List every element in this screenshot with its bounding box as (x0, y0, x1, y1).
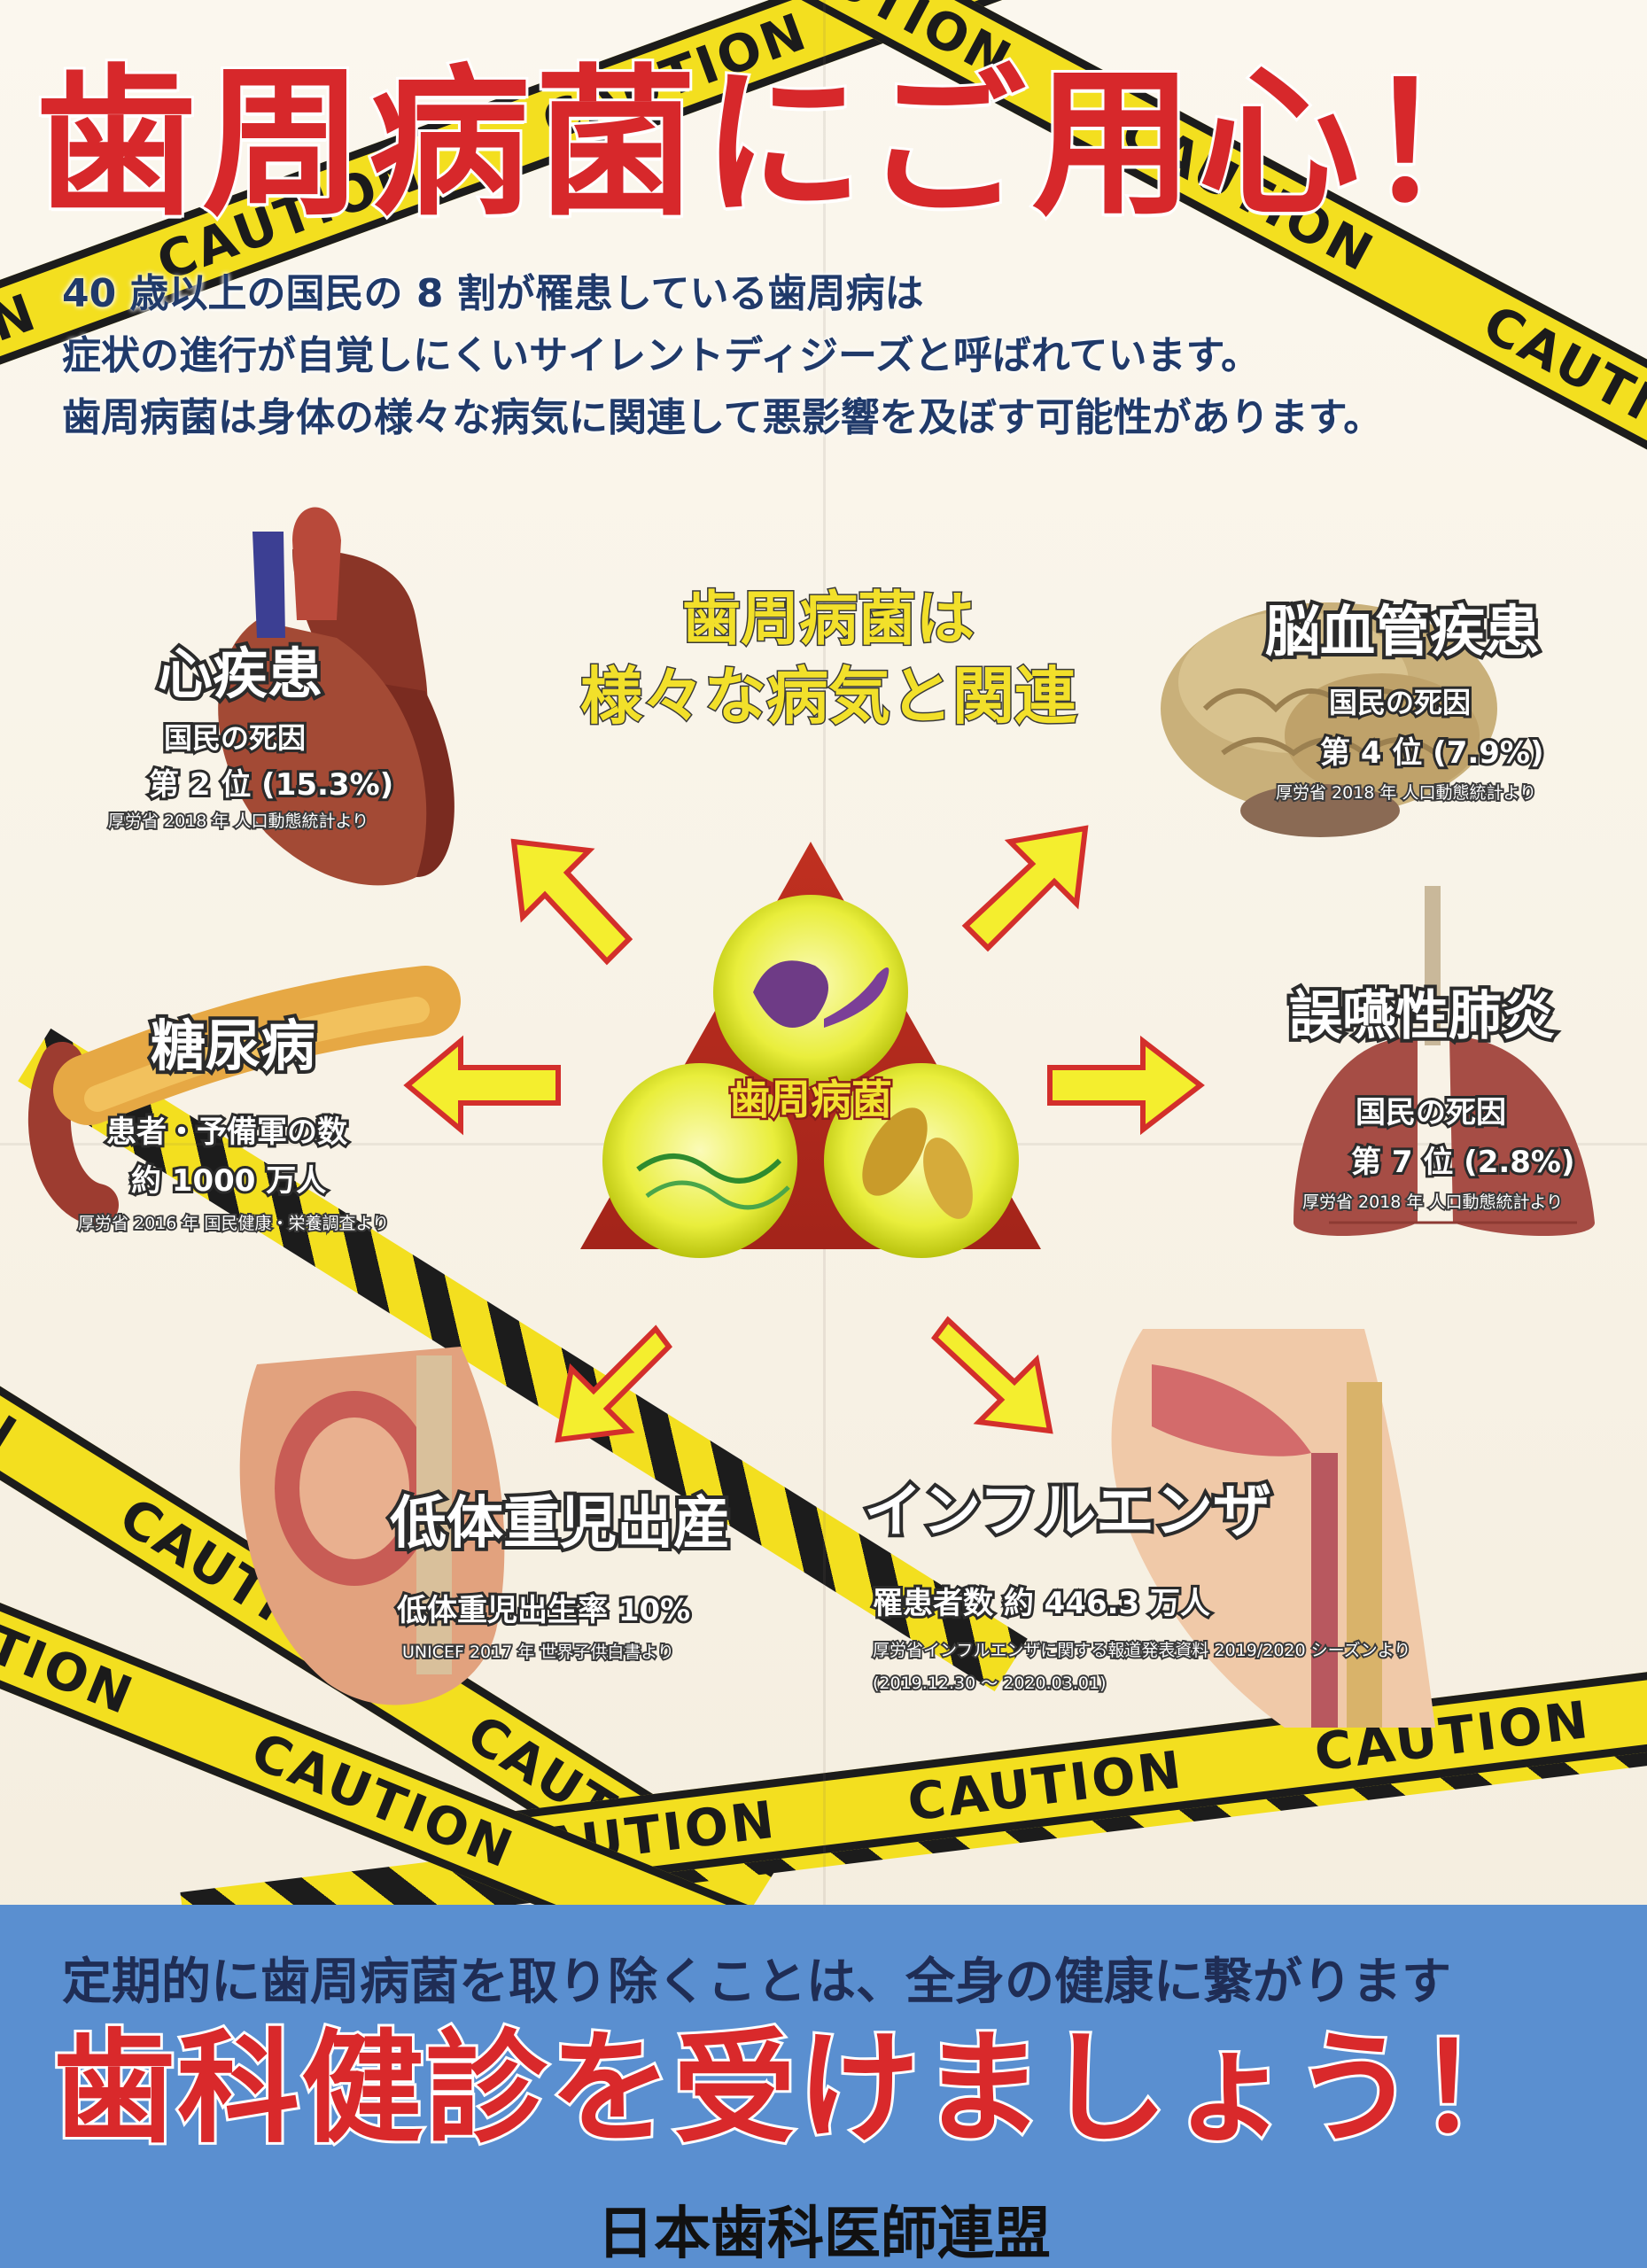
intro-line-2: 症状の進行が自覚しにくいサイレントディジーズと呼ばれています。 (62, 333, 1261, 378)
disease-diabetes-stat-value: 約 1000 万人 (128, 1161, 329, 1201)
disease-pneumonia-stat-value: 第 7 位 (2.8%) (1348, 1142, 1578, 1183)
lungs-illustration (1294, 886, 1595, 1236)
page-title: 歯周病菌にご用心！ (33, 47, 1532, 240)
disease-pneumonia-stat-label: 国民の死因 (1353, 1092, 1509, 1133)
disease-brain-name: 脳血管疾患 (1262, 595, 1543, 667)
disease-diabetes-stat-label: 患者・予備軍の数 (104, 1112, 350, 1153)
organization-name: 日本歯科医師連盟 (597, 2202, 1051, 2267)
throat-illustration (1111, 1329, 1435, 1728)
disease-influenza-source: 厚労省インフルエンザに関する報道発表資料 2019/2020 シーズンより (871, 1639, 1412, 1662)
disease-heart-source: 厚労省 2018 年 人口動態統計より (106, 810, 370, 833)
pancreas-illustration (27, 966, 461, 1226)
disease-pneumonia-source: 厚労省 2018 年 人口動態統計より (1301, 1191, 1565, 1214)
disease-brain-stat-label: 国民の死因 (1326, 683, 1473, 722)
bacteria-triangle (580, 842, 1041, 1258)
triangle-label: 歯周病菌 (727, 1074, 895, 1126)
disease-lowbirth-name: 低体重児出産 (386, 1487, 734, 1560)
arrow-icon (403, 825, 1205, 1443)
call-to-action: 歯科健診を受けましょう！ (50, 2016, 1542, 2163)
disease-diabetes-source: 厚労省 2016 年 国民健康・栄養調査より (76, 1212, 391, 1235)
bottom-message: 定期的に歯周病菌を取り除くことは、全身の健康に繋がります (62, 1953, 1451, 2011)
disease-influenza-stat: 罹患者数 約 446.3 万人 (870, 1583, 1213, 1624)
bottom-panel (0, 1905, 1647, 2268)
disease-lowbirth-source: UNICEF 2017 年 世界子供白書より (400, 1641, 676, 1664)
disease-brain-source: 厚労省 2018 年 人口動態統計より (1274, 781, 1538, 804)
intro-line-3: 歯周病菌は身体の様々な病気に関連して悪影響を及ぼす可能性があります。 (62, 395, 1383, 440)
disease-influenza-name: インフルエンザ (860, 1473, 1275, 1549)
disease-pneumonia-name: 誤嚥性肺炎 (1286, 982, 1558, 1051)
diagram-illustrations (27, 507, 1595, 1728)
disease-diabetes-name: 糖尿病 (147, 1010, 319, 1082)
disease-brain-stat-value: 第 4 位 (7.9%) (1317, 733, 1547, 773)
disease-heart-name: 心疾患 (154, 638, 326, 710)
pregnancy-illustration (239, 1347, 505, 1705)
disease-heart-stat-label: 国民の死因 (161, 718, 308, 757)
disease-heart-stat-value: 第 2 位 (15.3%) (146, 765, 396, 805)
heart-illustration (218, 507, 454, 886)
intro-line-1: 40 歳以上の国民の 8 割が罹患している歯周病は (62, 271, 924, 316)
center-title-line-1: 歯周病菌は (681, 584, 976, 655)
brain-illustration (1161, 602, 1497, 837)
disease-influenza-period: (2019.12.30 ～ 2020.03.01) (871, 1672, 1107, 1695)
disease-lowbirth-stat: 低体重児出生率 10% (394, 1590, 693, 1631)
center-title-line-2: 様々な病気と関連 (579, 659, 1078, 734)
